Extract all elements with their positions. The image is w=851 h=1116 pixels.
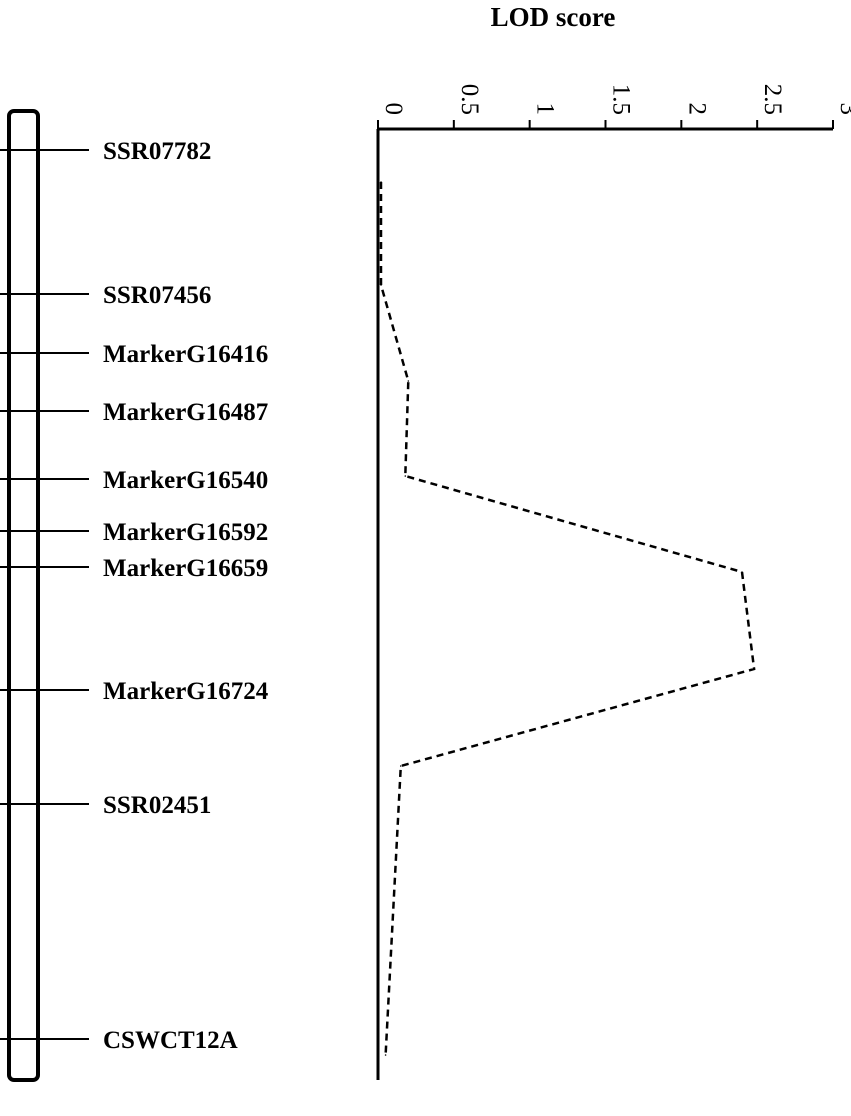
marker-layer: SSR07782SSR07456MarkerG16416MarkerG16487… <box>0 138 269 1054</box>
lod-data-point <box>404 475 407 477</box>
lod-data-point <box>380 181 382 183</box>
series-layer <box>379 181 756 1056</box>
x-tick-label: 3 <box>835 103 851 116</box>
x-tick-label: 0.5 <box>456 84 483 115</box>
marker-label: SSR07456 <box>103 282 211 309</box>
lod-data-point <box>753 668 755 670</box>
x-tick-label: 2.5 <box>759 84 786 115</box>
marker-label: MarkerG16540 <box>103 467 268 494</box>
marker-label: MarkerG16724 <box>103 678 269 705</box>
x-axis-title: LOD score <box>491 2 616 32</box>
lod-series-line <box>379 182 756 1056</box>
x-tick-label: 2 <box>683 103 710 116</box>
marker-label: SSR07782 <box>103 138 211 165</box>
lod-data-point <box>384 1054 387 1056</box>
marker-label: CSWCT12A <box>103 1027 238 1054</box>
marker-label: MarkerG16416 <box>103 341 268 368</box>
x-tick-label: 0 <box>380 103 407 116</box>
x-tick-label: 1.5 <box>608 84 635 115</box>
marker-label: SSR02451 <box>103 792 211 819</box>
chromosome-bar <box>7 109 40 1082</box>
marker-label: MarkerG16487 <box>103 399 268 426</box>
x-tick-label: 1 <box>532 103 559 116</box>
x-axis-ticks: 0 0.5 1 1.5 2 2.5 3 <box>377 84 851 129</box>
lod-data-point <box>407 380 410 382</box>
marker-label: MarkerG16592 <box>103 519 268 546</box>
marker-label: MarkerG16659 <box>103 555 268 582</box>
lod-data-point <box>741 571 743 573</box>
lod-data-point <box>399 765 402 767</box>
lod-data-point <box>380 284 382 286</box>
